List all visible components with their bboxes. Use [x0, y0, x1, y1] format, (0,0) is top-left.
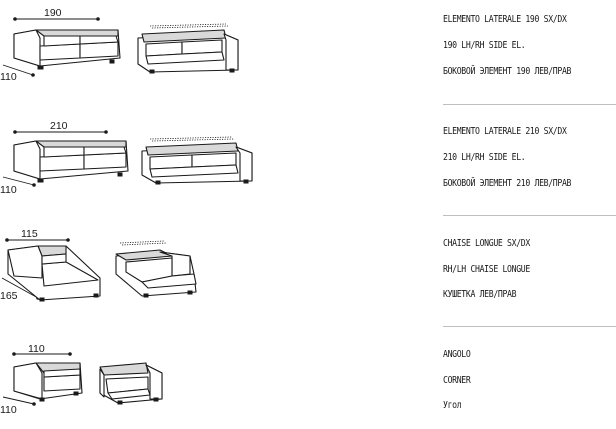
dimension-depth-110: 110 [0, 176, 36, 196]
section-divider [443, 215, 616, 216]
dimension-depth-label: 110 [0, 71, 17, 83]
label-english: CORNER [443, 375, 471, 386]
dimension-depth-label: 165 [0, 290, 18, 302]
chaise-longue-back-view [115, 240, 197, 298]
dimension-width-label: 190 [44, 7, 62, 19]
dimension-depth-label: 110 [0, 184, 17, 196]
label-english: 190 LH/RH SIDE EL. [443, 40, 526, 51]
label-italian: CHAISE LONGUE SX/DX [443, 238, 530, 249]
label-italian: ANGOLO [443, 349, 471, 360]
labels-corner: ANGOLO CORNER Угол [443, 327, 616, 429]
label-russian: Угол [443, 400, 462, 411]
chaise-longue-front-view [7, 245, 101, 302]
sofa-210-front-view [13, 140, 129, 183]
labels-side-210: ELEMENTO LATERALE 210 SX/DX 210 LH/RH SI… [443, 105, 616, 215]
dimension-width-label: 210 [50, 120, 68, 132]
dimension-width-110: 110 [12, 343, 72, 356]
dimension-depth-110: 110 [0, 396, 36, 416]
dimension-width-210: 210 [13, 120, 108, 134]
label-italian: ELEMENTO LATERALE 210 SX/DX [443, 126, 567, 137]
sofa-210-back-view [141, 136, 253, 185]
dimension-width-115: 115 [5, 228, 70, 242]
element-row-side-190: 190 110 [0, 0, 616, 105]
label-russian: БОКОВОЙ ЭЛЕМЕНТ 210 ЛЕВ/ПРАВ [443, 178, 572, 189]
sofa-drawings-side-190: 190 110 [0, 7, 239, 83]
dimension-width-190: 190 [13, 7, 100, 21]
section-divider [443, 326, 616, 327]
element-row-chaise-longue: 115 165 [0, 216, 616, 326]
label-english: RH/LH CHAISE LONGUE [443, 264, 530, 275]
dimension-depth-label: 110 [0, 404, 17, 416]
labels-chaise-longue: CHAISE LONGUE SX/DX RH/LH CHAISE LONGUE … [443, 216, 616, 326]
sofa-drawings-chaise-longue: 115 165 [0, 228, 197, 302]
label-italian: ELEMENTO LATERALE 190 SX/DX [443, 14, 567, 25]
sofa-190-front-view [13, 29, 121, 70]
sofa-drawings-side-210: 210 110 [0, 120, 253, 196]
sofa-190-back-view [137, 23, 239, 74]
label-russian: БОКОВОЙ ЭЛЕМЕНТ 190 ЛЕВ/ПРАВ [443, 66, 572, 77]
label-russian: КУШЕТКА ЛЕВ/ПРАВ [443, 289, 517, 300]
corner-front-view [13, 362, 83, 402]
element-row-side-210: 210 110 [0, 105, 616, 215]
dimension-width-label: 115 [21, 228, 38, 240]
sofa-drawings-corner: 110 110 [0, 343, 163, 416]
dimension-depth-110: 110 [0, 64, 35, 83]
labels-side-190: ELEMENTO LATERALE 190 SX/DX 190 LH/RH SI… [443, 0, 616, 105]
element-row-corner: 110 110 [0, 327, 616, 429]
label-english: 210 LH/RH SIDE EL. [443, 152, 526, 163]
section-divider [443, 104, 616, 105]
dimension-width-label: 110 [28, 343, 45, 355]
corner-back-view [99, 362, 163, 405]
